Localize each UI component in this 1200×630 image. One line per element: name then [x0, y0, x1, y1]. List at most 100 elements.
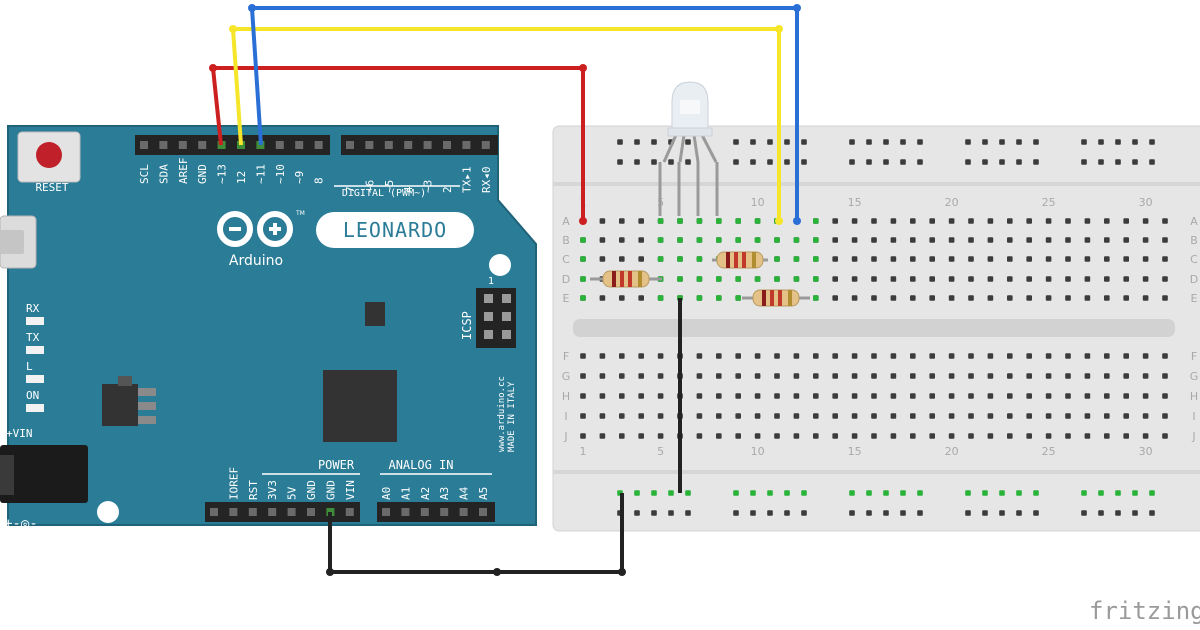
breadboard-hole[interactable] — [599, 433, 606, 439]
breadboard-hole[interactable] — [871, 373, 877, 379]
breadboard-hole[interactable] — [638, 353, 644, 359]
power-rail-hole[interactable] — [917, 510, 923, 516]
power-rail-hole[interactable] — [733, 490, 739, 496]
breadboard-hole-active[interactable] — [716, 295, 722, 301]
blue-wire[interactable] — [250, 6, 799, 221]
power-rail-hole[interactable] — [883, 490, 889, 496]
breadboard-hole[interactable] — [948, 218, 955, 224]
breadboard-hole[interactable] — [735, 433, 741, 439]
breadboard-hole[interactable] — [774, 413, 780, 419]
power-rail-hole[interactable] — [1132, 490, 1138, 496]
power-rail-hole[interactable] — [999, 490, 1005, 496]
breadboard-hole[interactable] — [696, 413, 703, 419]
breadboard-hole[interactable] — [910, 393, 916, 399]
breadboard-hole[interactable] — [638, 373, 644, 379]
power-rail-hole[interactable] — [767, 510, 773, 516]
breadboard-hole-active[interactable] — [813, 256, 819, 262]
breadboard-hole[interactable] — [638, 256, 644, 262]
breadboard-hole[interactable] — [1142, 393, 1149, 399]
power-rail-hole[interactable] — [801, 510, 807, 516]
power-rail-hole[interactable] — [685, 139, 691, 145]
breadboard-hole[interactable] — [735, 413, 741, 419]
header-pin[interactable] — [140, 141, 148, 149]
breadboard-hole-active[interactable] — [716, 237, 722, 243]
breadboard-hole[interactable] — [968, 276, 974, 282]
power-rail-hole[interactable] — [1081, 510, 1087, 516]
breadboard-hole-active[interactable] — [696, 295, 703, 301]
breadboard-hole[interactable] — [1162, 218, 1168, 224]
breadboard-hole[interactable] — [948, 373, 955, 379]
breadboard-hole[interactable] — [948, 413, 955, 419]
breadboard-hole[interactable] — [948, 353, 955, 359]
breadboard-hole[interactable] — [580, 433, 586, 439]
breadboard-hole[interactable] — [1162, 393, 1168, 399]
power-rail-hole[interactable] — [634, 159, 640, 165]
power-rail-hole[interactable] — [784, 159, 790, 165]
breadboard-hole[interactable] — [1045, 256, 1052, 262]
breadboard-hole[interactable] — [1045, 393, 1052, 399]
header-pin[interactable] — [401, 508, 410, 516]
red-wire[interactable] — [211, 66, 585, 221]
breadboard-hole-active[interactable] — [735, 295, 741, 301]
breadboard-hole[interactable] — [890, 218, 897, 224]
power-rail-hole[interactable] — [651, 490, 657, 496]
breadboard-hole[interactable] — [1065, 433, 1071, 439]
power-rail-hole[interactable] — [849, 139, 855, 145]
breadboard-hole[interactable] — [1026, 373, 1032, 379]
breadboard-hole[interactable] — [948, 433, 955, 439]
breadboard-hole[interactable] — [910, 413, 916, 419]
breadboard-hole[interactable] — [1142, 373, 1149, 379]
breadboard-hole[interactable] — [1123, 295, 1129, 301]
header-pin[interactable] — [479, 508, 487, 516]
breadboard-hole[interactable] — [987, 237, 994, 243]
power-rail-hole[interactable] — [634, 490, 640, 496]
breadboard-hole-active[interactable] — [754, 237, 761, 243]
breadboard-hole[interactable] — [1065, 353, 1071, 359]
power-rail-hole[interactable] — [965, 139, 971, 145]
power-rail-hole[interactable] — [685, 510, 691, 516]
breadboard-hole[interactable] — [1007, 393, 1013, 399]
breadboard-hole[interactable] — [1045, 237, 1052, 243]
breadboard-hole[interactable] — [1123, 237, 1129, 243]
breadboard-hole[interactable] — [1142, 295, 1149, 301]
breadboard-hole[interactable] — [813, 413, 819, 419]
breadboard-hole[interactable] — [580, 393, 586, 399]
breadboard-hole[interactable] — [910, 353, 916, 359]
breadboard-hole[interactable] — [774, 373, 780, 379]
breadboard-hole[interactable] — [1104, 276, 1110, 282]
breadboard-hole[interactable] — [1104, 353, 1110, 359]
breadboard-hole-active[interactable] — [716, 218, 722, 224]
power-rail-hole[interactable] — [784, 510, 790, 516]
breadboard-hole[interactable] — [1026, 413, 1032, 419]
breadboard-hole[interactable] — [1045, 433, 1052, 439]
breadboard-hole[interactable] — [716, 353, 722, 359]
header-pin[interactable] — [404, 141, 413, 149]
power-rail-hole[interactable] — [651, 510, 657, 516]
power-rail-hole[interactable] — [1098, 510, 1104, 516]
breadboard-hole-active[interactable] — [813, 218, 819, 224]
breadboard-hole[interactable] — [1123, 353, 1129, 359]
breadboard-hole[interactable] — [1142, 218, 1149, 224]
header-pin[interactable] — [275, 141, 284, 149]
breadboard-hole[interactable] — [1142, 353, 1149, 359]
breadboard-hole[interactable] — [890, 256, 897, 262]
header-pin[interactable] — [459, 508, 468, 516]
breadboard-hole[interactable] — [1084, 413, 1091, 419]
breadboard-hole[interactable] — [1026, 433, 1032, 439]
header-pin[interactable] — [423, 141, 432, 149]
breadboard-hole[interactable] — [968, 413, 974, 419]
breadboard-hole[interactable] — [1162, 276, 1168, 282]
header-pin[interactable] — [382, 508, 390, 516]
breadboard-hole[interactable] — [1007, 218, 1013, 224]
header-pin[interactable] — [384, 141, 393, 149]
breadboard-hole[interactable] — [696, 433, 703, 439]
power-rail-hole[interactable] — [801, 159, 807, 165]
breadboard-hole[interactable] — [1084, 393, 1091, 399]
breadboard-hole[interactable] — [890, 237, 897, 243]
breadboard-hole[interactable] — [1065, 276, 1071, 282]
breadboard-hole-active[interactable] — [735, 237, 741, 243]
breadboard-hole[interactable] — [890, 413, 897, 419]
power-rail-hole[interactable] — [883, 510, 889, 516]
breadboard-hole[interactable] — [987, 413, 994, 419]
breadboard-hole[interactable] — [754, 393, 761, 399]
